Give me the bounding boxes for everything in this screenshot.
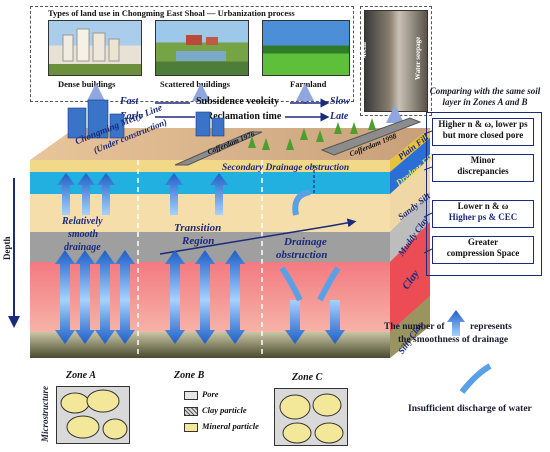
zoneA-text-2: smooth (68, 229, 99, 240)
compare-box-4: Greater compression Space (432, 236, 534, 264)
scattered-buildings-drawing (176, 35, 226, 61)
zoneC-text-1: Drainage (284, 236, 327, 248)
zone-c-label: Zone C (292, 372, 323, 383)
compare-box-1: Higher n & ω, lower ps but more closed p… (432, 118, 534, 146)
zoneA-up-arrows-bottom (55, 250, 135, 300)
zoneC-down-arrows (285, 300, 345, 344)
zoneB-text-2: Region (182, 235, 215, 247)
cofferdam-1976-shape (174, 131, 263, 166)
legend-arrow-text-b: represents (470, 322, 512, 332)
cofferdam-1998-shape (320, 117, 422, 156)
insufficient-arrow-icon (459, 363, 492, 394)
timeline-reclamation: Reclamation time (206, 111, 282, 122)
microstructure-c-drawing (279, 393, 344, 444)
microstructure-label: Microstructure (40, 385, 50, 442)
layer-dredger-fill (30, 172, 390, 194)
timeline-late: Late (330, 111, 349, 122)
side-clay (390, 222, 430, 332)
land-use-photo-frame (30, 6, 354, 102)
zoneB-up-arrows-top (165, 173, 228, 215)
compare-box-2-line1: Minor (470, 155, 496, 165)
side-muddy-clay (390, 192, 430, 262)
compare-box-3-line1: Lower n & ω (457, 201, 509, 211)
zoneB-down-arrows (165, 300, 245, 344)
zone-a-label: Zone A (66, 370, 96, 381)
compare-box-3: Lower n & ω Higher ps & CEC (432, 200, 534, 228)
zoneA-up-arrows-top (57, 173, 115, 215)
legend-mineral-text: Mineral particle (202, 421, 259, 431)
legend-mineral-swatch (184, 423, 198, 432)
compare-box-1-line1: Higher n & ω, lower ps (438, 119, 528, 129)
compare-box-4-line2: compression Space (446, 248, 520, 258)
legend-clay-swatch (184, 407, 198, 416)
zoneA-down-arrows (55, 300, 135, 344)
legend-pore-text: Pore (202, 389, 219, 399)
comparison-heading: Comparing with the same soil layer in Zo… (429, 86, 541, 107)
secondary-drainage-label: Secondary Drainage obstruction (222, 163, 350, 173)
legend-clay-text: Clay particle (202, 405, 247, 415)
microstructure-a-drawing (60, 389, 128, 440)
compare-box-2: Minor discrepancies (432, 154, 534, 182)
crops-icon (248, 118, 376, 150)
microstructure-zone-c (274, 388, 348, 446)
timeline-early: Early (120, 111, 143, 122)
soil-sample-photo (364, 10, 428, 112)
dense-buildings-drawing (62, 28, 120, 62)
legend-pore-swatch (184, 391, 198, 400)
zone-b-label: Zone B (174, 370, 205, 381)
compare-box-3-line2: Higher ps & CEC (448, 212, 518, 222)
zoneA-text-3: drainage (64, 242, 101, 253)
dense-buildings-photo (48, 20, 142, 76)
photo-strip-title: Types of land use in Chongming East Shoa… (48, 8, 295, 18)
compare-box-1-line2: but more closed pore (442, 130, 524, 140)
side-plain-fill (390, 128, 430, 172)
timeline-subsidence: Subsidence veolcity (196, 96, 280, 107)
legend-arrow-icon (447, 310, 465, 336)
side-silty-clay (390, 296, 430, 358)
farmland-photo (262, 20, 350, 76)
scattered-buildings-photo (155, 20, 249, 76)
microstructure-zone-a (56, 386, 130, 444)
photo-label-dense: Dense buildings (58, 79, 116, 89)
zoneB-text-1: Transition (174, 222, 222, 234)
zoneC-text-2: obstruction (276, 249, 328, 261)
timeline-fast: Fast (120, 96, 139, 107)
legend-arrow-text-a: The number of (384, 322, 445, 332)
side-dredger-fill (390, 138, 430, 194)
compare-box-4-line1: Greater (467, 237, 499, 247)
side-sandy-silt (390, 158, 430, 232)
insufficient-discharge-text: Insufficient discharge of water (408, 404, 532, 414)
timeline-slow: Slow (330, 96, 351, 107)
zoneC-curved-arrows (279, 189, 341, 302)
layer-plain-fill (30, 160, 390, 172)
zoneA-text-1: Relatively (62, 216, 103, 227)
zoneB-up-arrows-bottom (165, 250, 245, 300)
compare-box-2-line2: discrepancies (457, 166, 509, 176)
comparison-panel (426, 112, 542, 276)
metro-buildings-icon (67, 99, 225, 139)
legend-arrow-text-c: the smoothness of drainage (398, 335, 509, 345)
